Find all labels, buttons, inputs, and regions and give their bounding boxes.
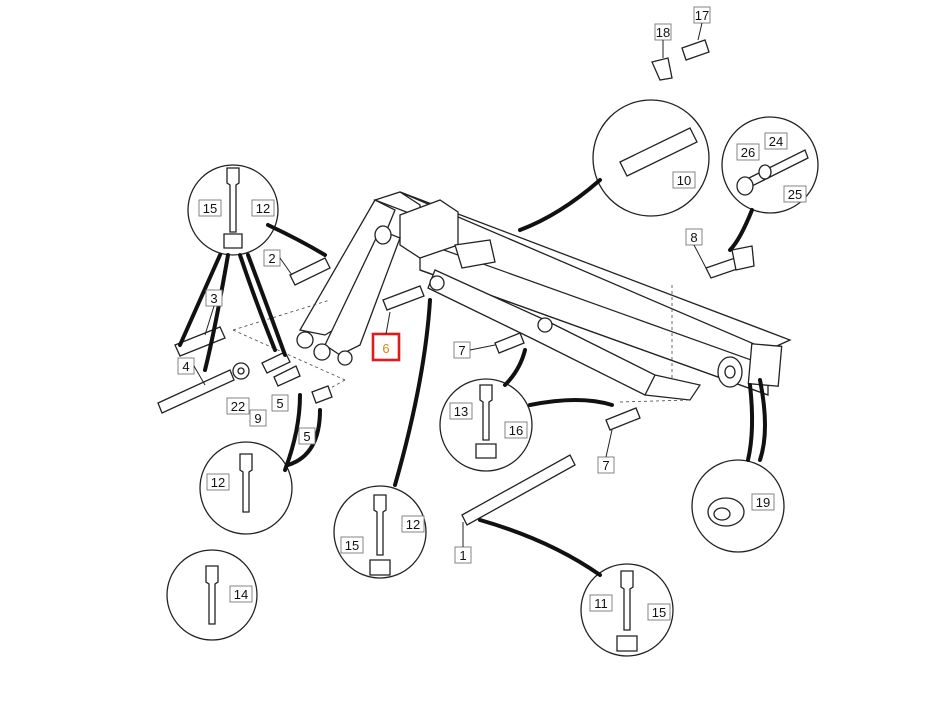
callout-24: 24: [764, 132, 788, 150]
svg-text:16: 16: [509, 423, 523, 438]
callout-15-mid: 15: [340, 536, 364, 554]
svg-text:12: 12: [406, 517, 420, 532]
callout-12-mid: 12: [401, 515, 425, 533]
svg-text:5: 5: [276, 396, 283, 411]
svg-text:11: 11: [594, 596, 608, 611]
callout-16: 16: [504, 421, 528, 439]
callout-2: 2: [263, 249, 281, 267]
callout-12-left: 12: [206, 473, 230, 491]
svg-text:12: 12: [256, 201, 270, 216]
callout-11: 11: [589, 594, 613, 612]
svg-text:26: 26: [741, 145, 755, 160]
boom-arm: [232, 191, 792, 403]
svg-text:15: 15: [203, 201, 217, 216]
leader-lines: [178, 178, 767, 577]
callout-8: 8: [685, 228, 703, 246]
svg-text:2: 2: [268, 251, 275, 266]
svg-text:15: 15: [652, 605, 666, 620]
detail-circles: [166, 99, 819, 657]
callout-12-top: 12: [251, 199, 275, 217]
svg-text:3: 3: [210, 291, 217, 306]
callout-4: 4: [177, 357, 195, 375]
callout-6: 6: [371, 332, 401, 362]
svg-text:14: 14: [234, 587, 248, 602]
svg-text:15: 15: [345, 538, 359, 553]
callout-5-b: 5: [298, 427, 316, 445]
svg-text:7: 7: [458, 343, 465, 358]
callout-3: 3: [205, 289, 223, 307]
svg-text:18: 18: [656, 25, 670, 40]
svg-text:12: 12: [211, 475, 225, 490]
svg-text:22: 22: [231, 399, 245, 414]
callout-18: 18: [654, 23, 672, 41]
svg-text:1: 1: [459, 548, 466, 563]
callout-9: 9: [249, 409, 267, 427]
svg-text:9: 9: [254, 411, 261, 426]
callout-22: 22: [226, 397, 250, 415]
callout-5-a: 5: [271, 394, 289, 412]
callout-14: 14: [229, 585, 253, 603]
label-leaders: [193, 22, 707, 547]
callout-10: 10: [672, 171, 696, 189]
callout-7-a: 7: [453, 341, 471, 359]
svg-text:6: 6: [382, 341, 389, 356]
callout-17: 17: [693, 6, 711, 24]
svg-text:24: 24: [769, 134, 783, 149]
callout-13: 13: [449, 402, 473, 420]
svg-text:5: 5: [303, 429, 310, 444]
svg-text:25: 25: [788, 187, 802, 202]
callout-25: 25: [783, 185, 807, 203]
svg-text:10: 10: [677, 173, 691, 188]
svg-text:7: 7: [602, 458, 609, 473]
callout-15-bottom: 15: [647, 603, 671, 621]
callout-15-top: 15: [198, 199, 222, 217]
callout-7-b: 7: [597, 456, 615, 474]
svg-text:17: 17: [695, 8, 709, 23]
svg-text:8: 8: [690, 230, 697, 245]
svg-text:13: 13: [454, 404, 468, 419]
callout-1: 1: [454, 546, 472, 564]
callout-26: 26: [736, 143, 760, 161]
svg-text:19: 19: [756, 495, 770, 510]
svg-text:4: 4: [182, 359, 189, 374]
callout-labels: 17 18 10 24 26 25 8 15 12 2 3 4 22 9 5 5…: [177, 6, 807, 621]
callout-19: 19: [751, 493, 775, 511]
